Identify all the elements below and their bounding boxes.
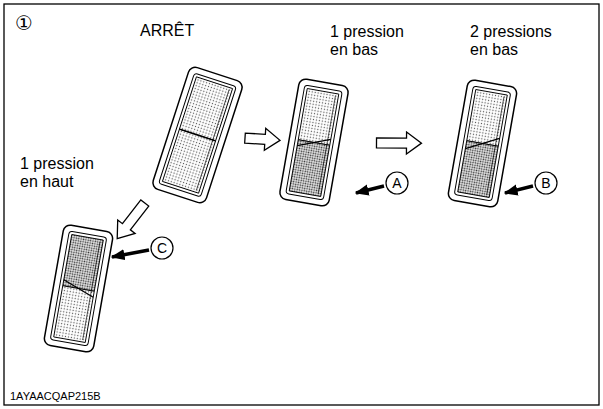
switch-drawing (450, 75, 515, 212)
press-arrow (505, 186, 533, 193)
position-heading-box: 1 pression en bas (330, 23, 422, 59)
label-box: C (157, 241, 167, 255)
position-label: 2 pressions en bas (470, 23, 562, 59)
press-arrow (356, 186, 384, 193)
position-label: 1 pression en haut (20, 155, 112, 191)
figure-number: ① (15, 13, 33, 33)
label-box: A (392, 176, 401, 190)
rocker-switch: 1 pression en bas (280, 75, 348, 210)
hollow-arrow (117, 200, 149, 239)
switch-drawing (150, 60, 245, 210)
hollow-arrow (245, 128, 280, 150)
rocker-switch: ARRÊT (150, 60, 245, 210)
position-heading-box: 1 pression en haut (20, 155, 112, 191)
position-label: ARRÊT (140, 22, 232, 40)
hollow-arrow (376, 132, 421, 154)
position-heading-box: 2 pressions en bas (470, 23, 562, 59)
callout-letter: C (157, 241, 167, 255)
drawing-code: 1AYAACQAP215B (10, 391, 101, 402)
position-heading-box: ARRÊT (140, 22, 232, 40)
callout-letter: B (541, 176, 550, 190)
position-label: 1 pression en bas (330, 23, 422, 59)
rocker-switch: 1 pression en haut (45, 220, 112, 357)
callout-circle (535, 172, 557, 194)
rocker-switch: 2 pressions en bas (450, 75, 515, 212)
callout-circle (151, 237, 173, 259)
press-arrow (112, 250, 149, 257)
switch-drawing (280, 75, 348, 210)
label-box: B (541, 176, 550, 190)
frame (4, 4, 599, 405)
label-box: 1AYAACQAP215B (10, 391, 101, 402)
callout-circle (386, 172, 408, 194)
label-box: ① (15, 13, 33, 33)
callout-letter: A (392, 176, 401, 190)
switch-drawing (45, 220, 112, 357)
